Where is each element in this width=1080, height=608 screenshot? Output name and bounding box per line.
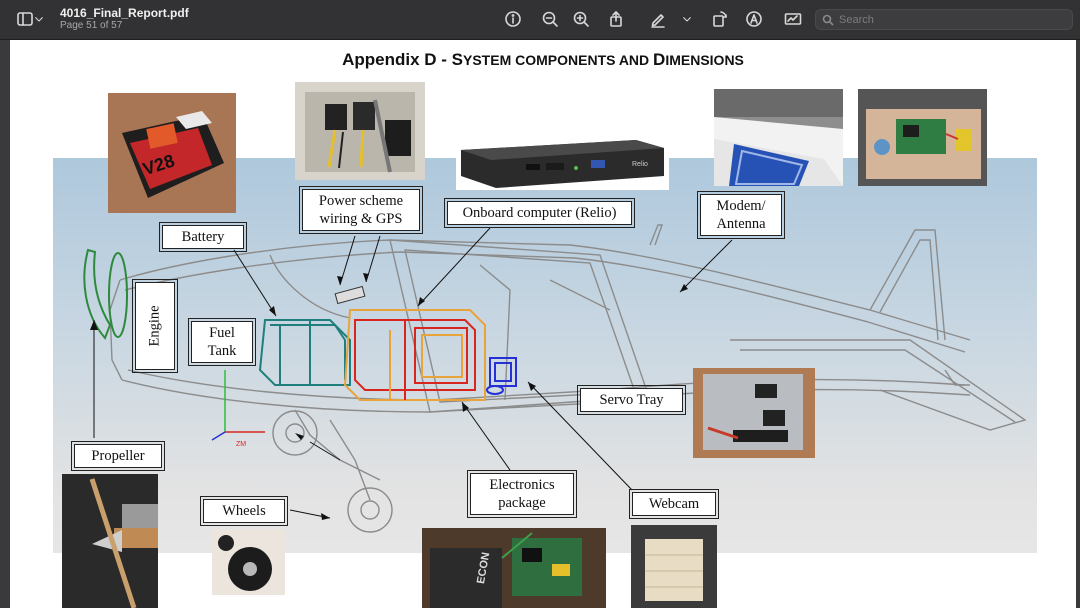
label-power-scheme: Power scheme wiring & GPS bbox=[299, 186, 423, 234]
sidebar-icon bbox=[17, 12, 33, 26]
sidebar-options-button[interactable] bbox=[32, 8, 46, 30]
gps-board-photo bbox=[858, 89, 987, 186]
relio-computer-photo: Relio bbox=[456, 136, 669, 190]
page-heading: Appendix D - SYSTEM COMPONENTS AND DIMEN… bbox=[342, 50, 744, 69]
label-wheels: Wheels bbox=[200, 496, 288, 526]
label-propeller: Propeller bbox=[71, 441, 165, 471]
label-webcam: Webcam bbox=[629, 489, 719, 519]
signature-icon bbox=[784, 13, 802, 25]
pdf-page: Appendix D - SYSTEM COMPONENTS AND DIMEN… bbox=[10, 40, 1076, 608]
power-wiring-photo bbox=[295, 82, 425, 180]
markup-button[interactable] bbox=[645, 8, 671, 30]
signature-button[interactable] bbox=[780, 8, 806, 30]
zoom-in-button[interactable] bbox=[568, 8, 594, 30]
label-servo-tray: Servo Tray bbox=[577, 385, 686, 415]
markup-pen-icon bbox=[651, 14, 665, 28]
rotate-icon bbox=[713, 11, 727, 27]
label-engine: Engine bbox=[132, 279, 178, 373]
wheels-photo bbox=[212, 529, 285, 595]
document-title: 4016_Final_Report.pdf bbox=[60, 6, 189, 20]
chevron-down-icon bbox=[683, 17, 691, 22]
propeller-photo bbox=[62, 474, 158, 608]
annotate-button[interactable] bbox=[741, 8, 767, 30]
zoom-out-icon bbox=[542, 11, 558, 27]
rotate-button[interactable] bbox=[707, 8, 733, 30]
webcam-photo bbox=[631, 525, 717, 608]
modem-antenna-photo bbox=[714, 89, 843, 186]
sidebar-toggle-button[interactable] bbox=[12, 8, 38, 30]
svg-text:ECON: ECON bbox=[475, 551, 492, 584]
share-icon bbox=[610, 11, 622, 27]
toolbar: 4016_Final_Report.pdf Page 51 of 57 bbox=[0, 0, 1080, 40]
info-icon bbox=[505, 11, 521, 27]
page-indicator: Page 51 of 57 bbox=[60, 20, 123, 31]
label-onboard-computer: Onboard computer (Relio) bbox=[444, 198, 635, 228]
zoom-out-button[interactable] bbox=[537, 8, 563, 30]
label-fuel-tank: Fuel Tank bbox=[188, 318, 256, 366]
markup-options-button[interactable] bbox=[680, 8, 694, 30]
servo-tray-photo bbox=[693, 368, 815, 458]
annotate-icon bbox=[746, 11, 762, 27]
label-modem-antenna: Modem/ Antenna bbox=[697, 191, 785, 239]
zoom-in-icon bbox=[573, 11, 589, 27]
search-icon bbox=[822, 14, 834, 26]
info-button[interactable] bbox=[500, 8, 526, 30]
label-battery: Battery bbox=[159, 222, 247, 252]
share-button[interactable] bbox=[603, 8, 629, 30]
electronics-photo: ECON bbox=[422, 528, 606, 608]
svg-text:Relio: Relio bbox=[632, 161, 648, 168]
label-electronics-package: Electronics package bbox=[467, 470, 577, 518]
search-field[interactable] bbox=[815, 9, 1073, 30]
battery-photo: V28 bbox=[108, 93, 236, 213]
search-input[interactable] bbox=[839, 13, 1059, 26]
chevron-down-icon bbox=[35, 17, 43, 22]
